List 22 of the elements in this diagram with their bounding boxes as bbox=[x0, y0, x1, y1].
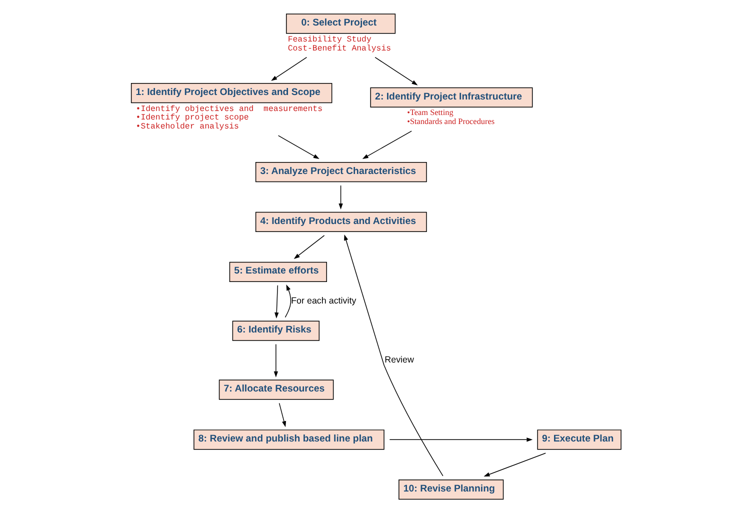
arrow bbox=[274, 285, 278, 318]
arrow bbox=[284, 284, 291, 318]
node-label: Feasibility Study bbox=[287, 35, 371, 44]
arrow bbox=[278, 402, 286, 428]
arrow bbox=[277, 135, 319, 160]
node-label: •Standards and Procedures bbox=[406, 117, 494, 126]
arrow bbox=[273, 344, 278, 378]
node-label: •Identify objectives and measurements bbox=[135, 104, 322, 114]
node-label: •Stakeholder analysis bbox=[135, 122, 238, 132]
arrow bbox=[362, 130, 412, 160]
arrow bbox=[388, 438, 532, 442]
arrow bbox=[344, 234, 443, 476]
arrow bbox=[374, 56, 418, 86]
arrow bbox=[293, 235, 324, 260]
node-label: Cost-Benefit Analysis bbox=[287, 44, 391, 54]
arrow bbox=[270, 56, 307, 81]
node-label: •Team Setting bbox=[406, 108, 453, 118]
edge-label: For each activity bbox=[290, 296, 356, 306]
edge-label: Review bbox=[384, 354, 414, 365]
arrow bbox=[338, 185, 342, 210]
node-label: •Identify project scope bbox=[135, 114, 248, 123]
arrow bbox=[483, 452, 546, 476]
